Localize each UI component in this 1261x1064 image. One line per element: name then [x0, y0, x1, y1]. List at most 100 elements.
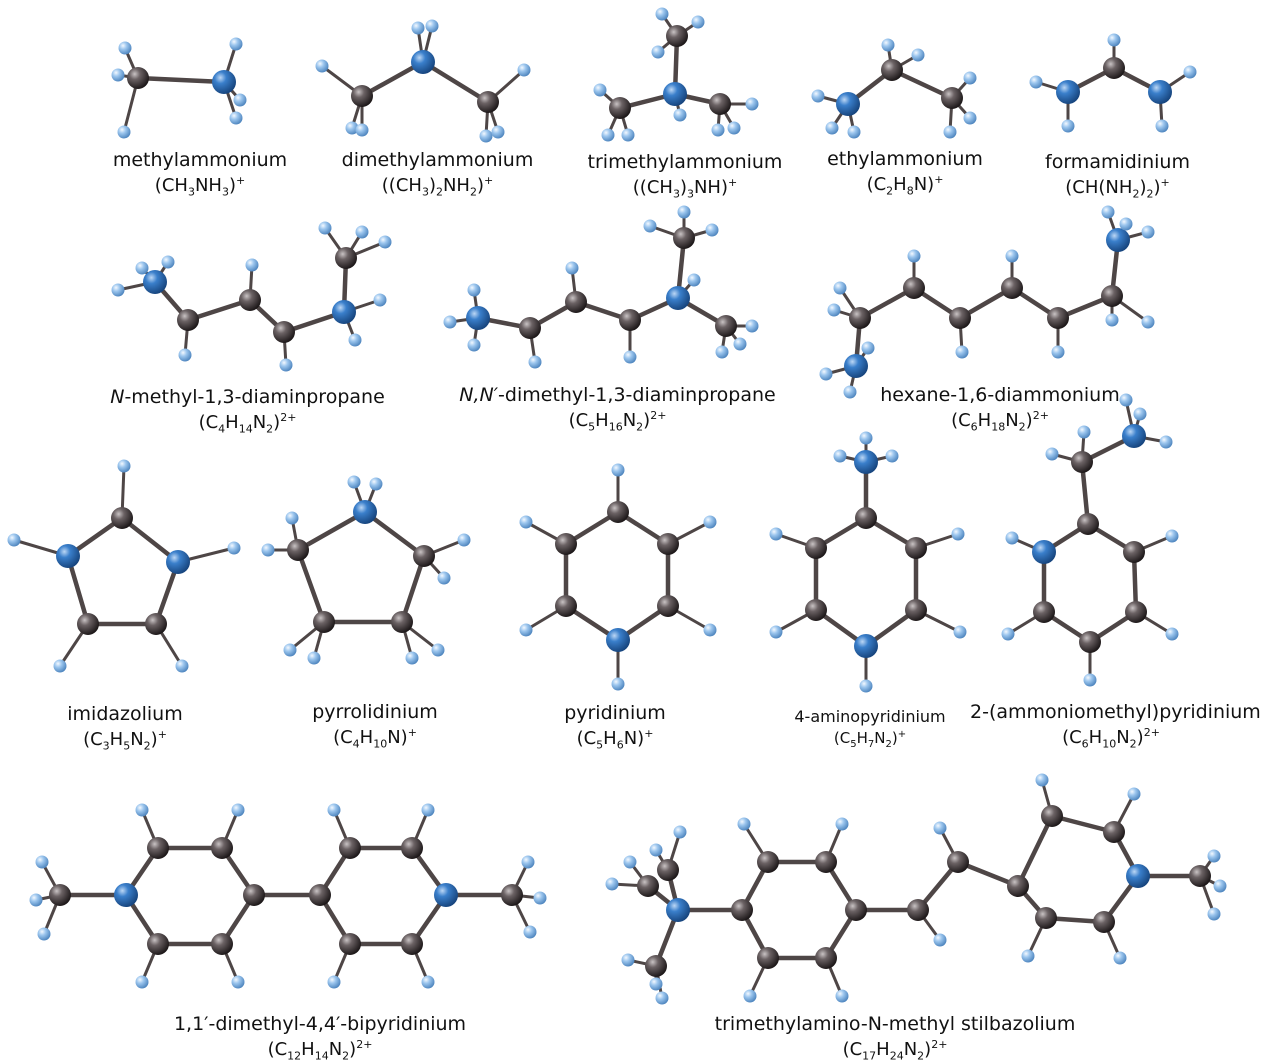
hydrogen-atom: [425, 19, 439, 33]
carbon-atom: [657, 533, 679, 555]
nitrogen-atom: [166, 550, 190, 574]
hydrogen-atom: [175, 659, 189, 673]
carbon-atom: [1189, 865, 1211, 887]
hydrogen-atom: [623, 855, 637, 869]
carbon-atom: [607, 501, 629, 523]
hydrogen-atom: [1001, 627, 1015, 641]
carbon-atom: [555, 595, 577, 617]
hydrogen-atom: [1207, 849, 1221, 863]
carbon-atom: [1033, 601, 1055, 623]
carbon-atom: [947, 851, 969, 873]
hydrogen-atom: [605, 877, 619, 891]
hydrogen-atom: [29, 893, 43, 907]
hydrogen-atom: [819, 367, 833, 381]
carbon-atom: [147, 837, 169, 859]
carbon-atom: [1047, 307, 1069, 329]
carbon-atom: [77, 613, 99, 635]
hydrogen-atom: [7, 533, 21, 547]
hydrogen-atom: [327, 975, 341, 989]
hydrogen-atom: [643, 219, 657, 233]
carbon-atom: [1071, 451, 1093, 473]
hydrogen-atom: [769, 625, 783, 639]
hydrogen-atom: [743, 989, 757, 1003]
hydrogen-atom: [711, 123, 725, 137]
hydrogen-atom: [285, 511, 299, 525]
carbon-atom: [1041, 805, 1063, 827]
hydrogen-atom: [953, 625, 967, 639]
label-imidazolium: imidazolium (C3H5N2)+: [67, 703, 183, 753]
carbon-atom: [413, 545, 435, 567]
hydrogen-atom: [951, 527, 965, 541]
carbon-atom: [849, 307, 871, 329]
molecule-ammoniomethyl-pyridinium: [1001, 393, 1179, 687]
hydrogen-atom: [687, 273, 701, 287]
hydrogen-atom: [261, 543, 275, 557]
hydrogen-atom: [229, 111, 243, 125]
carbon-atom: [145, 613, 167, 635]
carbon-atom: [501, 884, 523, 906]
hydrogen-atom: [1213, 879, 1227, 893]
carbon-atom: [1035, 907, 1057, 929]
carbon-atom: [211, 837, 233, 859]
carbon-atom: [391, 611, 413, 633]
hydrogen-atom: [533, 891, 547, 905]
molecule-imidazolium: [7, 459, 241, 673]
hydrogen-atom: [1005, 531, 1019, 545]
hydrogen-atom: [348, 333, 362, 347]
hydrogen-atom: [227, 541, 241, 555]
hydrogen-atom: [467, 283, 481, 297]
hydrogen-atom: [1029, 75, 1043, 89]
hydrogen-atom: [859, 431, 873, 445]
carbon-atom: [907, 899, 929, 921]
hydrogen-atom: [655, 7, 669, 21]
carbon-atom: [1123, 541, 1145, 563]
carbon-atom: [127, 67, 149, 89]
hydrogen-atom: [231, 975, 245, 989]
carbon-atom: [243, 884, 265, 906]
bond: [135, 75, 227, 85]
hydrogen-atom: [53, 659, 67, 673]
hydrogen-atom: [355, 225, 369, 239]
carbon-atom: [673, 227, 695, 249]
hydrogen-atom: [411, 21, 425, 35]
nitrogen-atom: [114, 883, 138, 907]
hydrogen-atom: [117, 459, 131, 473]
hydrogen-atom: [111, 68, 125, 82]
carbon-atom: [1079, 631, 1101, 653]
carbon-atom: [555, 533, 577, 555]
carbon-atom: [273, 321, 295, 343]
hydrogen-atom: [833, 449, 847, 463]
hydrogen-atom: [35, 855, 49, 869]
hydrogen-atom: [745, 97, 759, 111]
hydrogen-atom: [911, 48, 925, 62]
label-dimethylammonium: dimethylammonium ((CH3)2NH2)+: [341, 149, 534, 199]
hydrogen-atom: [1101, 205, 1115, 219]
hydrogen-atom: [933, 933, 947, 947]
label-bipyridinium: 1,1′-dimethyl-4,4′-bipyridinium (C12H14N…: [173, 1013, 467, 1063]
nitrogen-atom: [1106, 228, 1130, 252]
carbon-atom: [1007, 875, 1029, 897]
nitrogen-atom: [212, 70, 236, 94]
hydrogen-atom: [1207, 907, 1221, 921]
hydrogen-atom: [1183, 65, 1197, 79]
hydrogen-atom: [847, 125, 861, 139]
carbon-atom: [657, 595, 679, 617]
hydrogen-atom: [373, 293, 387, 307]
hydrogen-atom: [907, 249, 921, 263]
hydrogen-atom: [673, 108, 687, 122]
hydrogen-atom: [677, 205, 691, 219]
bond: [889, 67, 955, 101]
hydrogen-atom: [517, 63, 531, 77]
nitrogen-atom: [666, 286, 690, 310]
nitrogen-atom: [353, 500, 377, 524]
molecule-n-methyl-diaminpropane: [111, 221, 392, 372]
hydrogen-atom: [37, 927, 51, 941]
hydrogen-atom: [1107, 33, 1121, 47]
hydrogen-atom: [825, 121, 839, 135]
hydrogen-atom: [651, 45, 665, 59]
hydrogen-atom: [405, 651, 419, 665]
label-ammoniomethyl-pyridinium: 2-(ammoniomethyl)pyridinium (C6H10N2)2+: [970, 701, 1261, 751]
hydrogen-atom: [963, 111, 977, 125]
carbon-atom: [309, 884, 331, 906]
hydrogen-atom: [593, 83, 607, 97]
